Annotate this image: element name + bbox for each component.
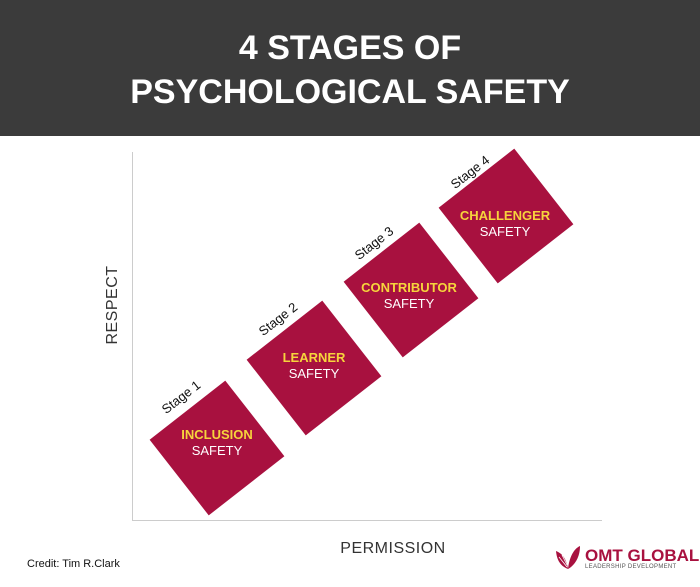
y-axis-label: RESPECT bbox=[104, 265, 121, 345]
header-banner: 4 STAGES OF PSYCHOLOGICAL SAFETY bbox=[0, 0, 700, 136]
logo-tagline: LEADERSHIP DEVELOPMENT bbox=[585, 563, 677, 570]
stage-4-name: CHALLENGER bbox=[459, 208, 551, 223]
butterfly-icon bbox=[556, 546, 580, 569]
omt-global-logo: OMT GLOBAL LEADERSHIP DEVELOPMENT bbox=[555, 545, 699, 571]
stage-3-name: CONTRIBUTOR bbox=[361, 280, 457, 295]
title-line-2: PSYCHOLOGICAL SAFETY bbox=[130, 73, 570, 111]
stage-3-sub: SAFETY bbox=[383, 296, 435, 311]
stage-1-name: INCLUSION bbox=[181, 427, 253, 442]
x-axis-line bbox=[132, 520, 602, 521]
stage-2-sub: SAFETY bbox=[288, 366, 340, 381]
stage-1-sub: SAFETY bbox=[191, 443, 243, 458]
title-line-1: 4 STAGES OF bbox=[238, 29, 462, 67]
x-axis-label: PERMISSION bbox=[340, 540, 446, 557]
stage-2-name: LEARNER bbox=[282, 350, 346, 365]
logo-name: OMT GLOBAL bbox=[585, 545, 700, 565]
credit-text: Credit: Tim R.Clark bbox=[27, 558, 120, 570]
y-axis-line bbox=[132, 152, 133, 520]
stage-4-sub: SAFETY bbox=[479, 224, 531, 239]
